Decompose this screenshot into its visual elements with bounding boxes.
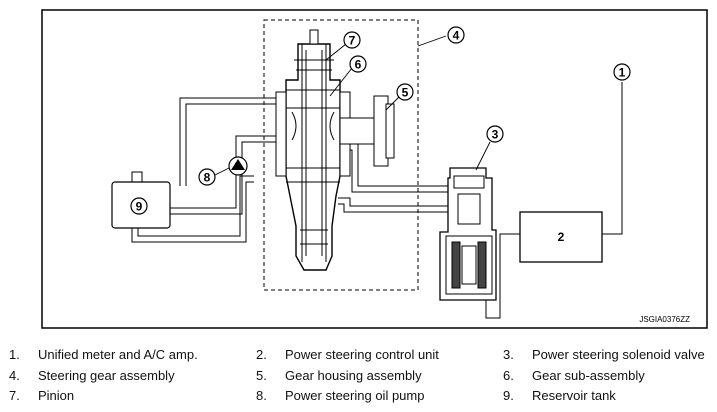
svg-text:3: 3: [492, 128, 499, 142]
svg-text:6: 6: [355, 58, 362, 72]
callout-circle: 9: [130, 197, 148, 215]
legend-number: 7.: [9, 388, 20, 403]
callout-circle: 6: [349, 55, 367, 73]
legend-number: 6.: [503, 368, 514, 383]
legend-label: Power steering control unit: [285, 347, 439, 362]
callout-circle: 4: [447, 26, 465, 44]
legend-label: Gear housing assembly: [285, 368, 422, 383]
callout-circle: 8: [198, 168, 216, 186]
svg-text:7: 7: [349, 34, 356, 48]
oil-pump-symbol: [228, 156, 248, 176]
solenoid-valve: [439, 167, 497, 301]
legend-label: Pinion: [38, 388, 75, 403]
figure-code: JSGIA0376ZZ: [639, 315, 690, 324]
legend-number: 1.: [9, 347, 20, 362]
steering-gear-body: [275, 29, 351, 271]
legend-label: Reservoir tank: [532, 388, 616, 403]
svg-text:1: 1: [619, 66, 626, 80]
legend-number: 3.: [503, 347, 514, 362]
legend-number: 8.: [256, 388, 267, 403]
svg-text:8: 8: [204, 171, 211, 185]
legend-number: 9.: [503, 388, 514, 403]
legend-label: Steering gear assembly: [38, 368, 175, 383]
legend-label: Power steering solenoid valve: [532, 347, 705, 362]
svg-text:4: 4: [453, 29, 460, 43]
power-steering-diagram: 1 2 3 4 5 6 7 8 9 JSGIA0376ZZ: [41, 9, 708, 329]
legend-number: 2.: [256, 347, 267, 362]
svg-text:5: 5: [402, 86, 409, 100]
legend-number: 4.: [9, 368, 20, 383]
svg-text:2: 2: [558, 230, 565, 244]
pump-leader: [214, 167, 230, 176]
legend-label: Unified meter and A/C amp.: [38, 347, 198, 362]
steering-gear-boundary: [263, 19, 419, 291]
callout-circle: 5: [396, 83, 414, 101]
leader-lines: [325, 35, 491, 171]
legend-label: Gear sub-assembly: [532, 368, 645, 383]
legend-number: 5.: [256, 368, 267, 383]
callout-circle: 1: [613, 63, 631, 81]
svg-text:9: 9: [136, 200, 143, 214]
diagram-frame: [41, 9, 708, 329]
legend-label: Power steering oil pump: [285, 388, 425, 403]
callout-label: 2: [558, 230, 565, 244]
parts-legend: 1. Unified meter and A/C amp. 2. Power s…: [0, 344, 717, 412]
gear-housing-flange: [339, 95, 395, 167]
callout-circle: 3: [486, 125, 504, 143]
callout-circle: 7: [343, 31, 361, 49]
control-unit-box: [519, 211, 603, 263]
